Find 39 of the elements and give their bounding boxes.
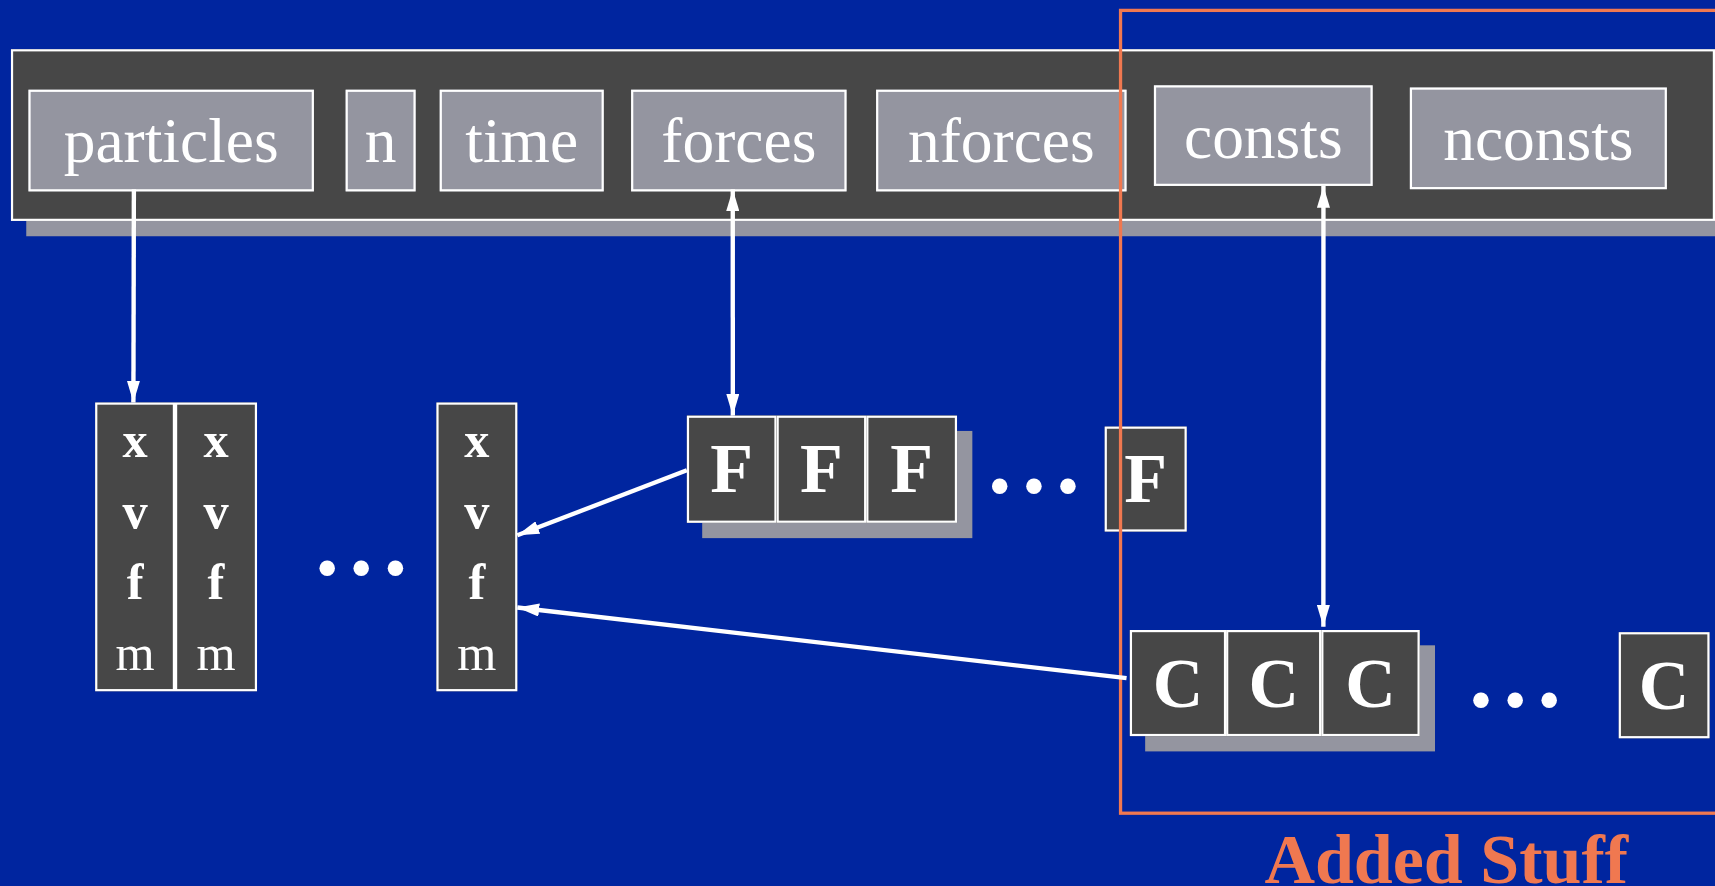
particle-column bbox=[175, 402, 258, 692]
field-name: consts bbox=[1153, 85, 1373, 186]
component-label: v bbox=[203, 482, 229, 541]
component-label: x bbox=[122, 411, 148, 470]
component-label: v bbox=[122, 482, 148, 541]
field-name: n bbox=[345, 89, 416, 192]
ellipsis: • • • bbox=[317, 536, 406, 601]
array-element: F bbox=[1104, 426, 1187, 532]
component-label: x bbox=[464, 411, 490, 470]
component-label: m bbox=[115, 624, 155, 683]
ellipsis: • • • bbox=[1471, 667, 1560, 732]
component-label: f bbox=[126, 553, 144, 612]
field-name: nforces bbox=[876, 89, 1127, 192]
component-label: m bbox=[457, 624, 497, 683]
field-name: forces bbox=[631, 89, 847, 192]
component-label: v bbox=[464, 482, 490, 541]
field-name: time bbox=[439, 89, 604, 192]
array-element: C bbox=[1618, 632, 1710, 739]
field-name: nconsts bbox=[1409, 87, 1667, 190]
arrow bbox=[517, 603, 1127, 681]
particle-column bbox=[436, 402, 518, 692]
array-element: F bbox=[866, 415, 958, 523]
array-element: F bbox=[686, 415, 777, 523]
component-label: m bbox=[196, 624, 236, 683]
particle-column bbox=[95, 402, 175, 692]
component-label: x bbox=[203, 411, 229, 470]
ellipsis: • • • bbox=[989, 454, 1079, 519]
array-element: C bbox=[1321, 630, 1420, 737]
component-label: f bbox=[468, 553, 486, 612]
arrow bbox=[516, 468, 688, 538]
array-element: F bbox=[776, 415, 867, 523]
arrow bbox=[1316, 185, 1330, 627]
field-name: particles bbox=[28, 89, 314, 192]
array-element: C bbox=[1226, 630, 1322, 737]
component-label: f bbox=[207, 553, 225, 612]
arrow bbox=[726, 189, 740, 416]
arrow bbox=[126, 189, 140, 403]
frame-heading: Added Stuff bbox=[1264, 819, 1629, 886]
array-element: C bbox=[1129, 630, 1227, 737]
